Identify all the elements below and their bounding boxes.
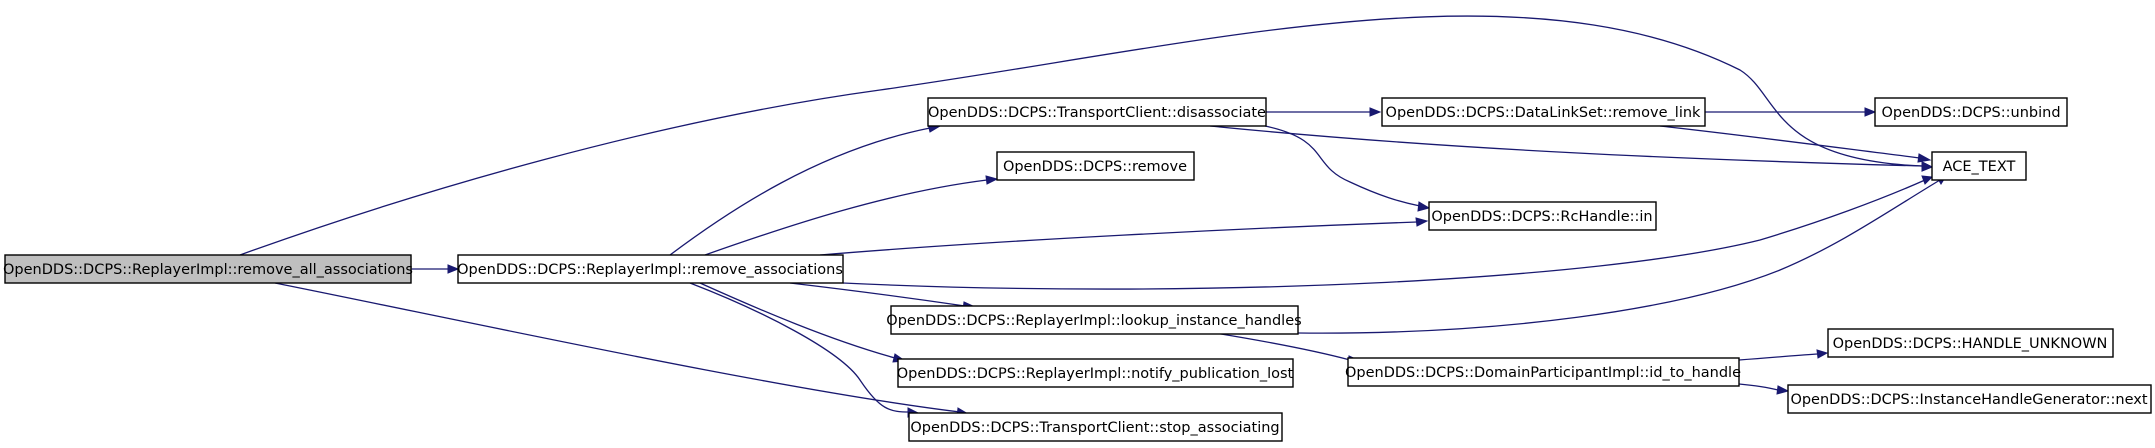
- node-box: [897, 358, 1294, 388]
- edge-remove-link-to-ace-text: [1659, 125, 1921, 159]
- node-box: [890, 305, 1299, 335]
- node-label: OpenDDS::DCPS::DataLinkSet::remove_link: [1386, 105, 1701, 121]
- node-remove[interactable]: OpenDDS::DCPS::remove: [996, 151, 1195, 181]
- node-label: OpenDDS::DCPS::InstanceHandleGenerator::…: [1790, 392, 2147, 408]
- arrowhead: [1415, 217, 1429, 227]
- node-ace-text[interactable]: ACE_TEXT: [1931, 151, 2027, 181]
- node-box: [457, 254, 844, 284]
- arrowhead: [1921, 175, 1934, 185]
- node-notify-publication-lost[interactable]: OpenDDS::DCPS::ReplayerImpl::notify_publ…: [897, 358, 1294, 388]
- edge-remove-associations-to-ace-text: [842, 179, 1926, 290]
- node-box: [1428, 201, 1657, 231]
- arrowhead: [1776, 385, 1790, 395]
- edge-lookup-to-ace-text: [1297, 179, 1941, 334]
- node-label: OpenDDS::DCPS::DomainParticipantImpl::id…: [1345, 365, 1741, 381]
- node-box: [1787, 384, 2152, 414]
- node-stop-associating[interactable]: OpenDDS::DCPS::TransportClient::stop_ass…: [908, 412, 1283, 442]
- node-box: [1874, 97, 2068, 127]
- node-lookup-instance-handles[interactable]: OpenDDS::DCPS::ReplayerImpl::lookup_inst…: [886, 305, 1302, 335]
- edge-id-to-handle-to-ihg-next: [1738, 383, 1779, 391]
- graph-edges: [239, 15, 1947, 418]
- node-id-to-handle[interactable]: OpenDDS::DCPS::DomainParticipantImpl::id…: [1345, 357, 1741, 387]
- edge-id-to-handle-to-handle-unknown: [1738, 353, 1819, 361]
- node-label: OpenDDS::DCPS::ReplayerImpl::remove_asso…: [457, 262, 843, 278]
- node-box: [4, 254, 412, 284]
- edge-disassociate-to-rchandle-in: [1264, 125, 1421, 207]
- node-label: OpenDDS::DCPS::RcHandle::in: [1431, 209, 1652, 225]
- node-box: [996, 151, 1195, 181]
- node-label: OpenDDS::DCPS::unbind: [1881, 105, 2060, 121]
- node-box: [1931, 151, 2027, 181]
- edge-remove-associations-to-rchandle-in: [819, 221, 1418, 256]
- arrowhead: [985, 175, 999, 185]
- arrowhead: [1864, 107, 1877, 117]
- node-label: OpenDDS::DCPS::ReplayerImpl::lookup_inst…: [886, 313, 1301, 329]
- node-label: OpenDDS::DCPS::HANDLE_UNKNOWN: [1833, 336, 2108, 352]
- node-box: [1381, 97, 1706, 127]
- node-label: ACE_TEXT: [1943, 159, 2016, 175]
- edge-remove-associations-to-stop-associating: [689, 282, 911, 413]
- edge-remove-associations-to-notify: [699, 282, 896, 359]
- edge-lookup-to-id-to-handle: [1214, 332, 1351, 361]
- node-unbind[interactable]: OpenDDS::DCPS::unbind: [1874, 97, 2068, 127]
- node-ihg-next[interactable]: OpenDDS::DCPS::InstanceHandleGenerator::…: [1787, 384, 2152, 414]
- node-rchandle-in[interactable]: OpenDDS::DCPS::RcHandle::in: [1428, 201, 1657, 231]
- node-label: OpenDDS::DCPS::ReplayerImpl::notify_publ…: [897, 366, 1294, 382]
- node-box: [1347, 357, 1740, 387]
- node-disassociate[interactable]: OpenDDS::DCPS::TransportClient::disassoc…: [927, 97, 1267, 127]
- edge-remove-all-to-stop-associating: [274, 282, 961, 413]
- node-handle-unknown[interactable]: OpenDDS::DCPS::HANDLE_UNKNOWN: [1827, 328, 2114, 358]
- edge-disassociate-to-ace-text: [1209, 125, 1923, 167]
- node-label: OpenDDS::DCPS::TransportClient::disassoc…: [928, 105, 1266, 121]
- node-label: OpenDDS::DCPS::ReplayerImpl::remove_all_…: [3, 262, 413, 278]
- edge-remove-associations-to-lookup: [789, 282, 966, 307]
- node-label: OpenDDS::DCPS::TransportClient::stop_ass…: [910, 420, 1279, 436]
- arrowhead: [1369, 107, 1382, 117]
- node-remove-link[interactable]: OpenDDS::DCPS::DataLinkSet::remove_link: [1381, 97, 1706, 127]
- node-remove-all-associations[interactable]: OpenDDS::DCPS::ReplayerImpl::remove_all_…: [3, 254, 413, 284]
- graph-nodes: OpenDDS::DCPS::ReplayerImpl::remove_all_…: [3, 97, 2152, 442]
- arrowhead: [1816, 349, 1829, 359]
- arrowhead: [447, 264, 460, 274]
- node-box: [1827, 328, 2114, 358]
- node-box: [908, 412, 1283, 442]
- edge-remove-all-to-ace-text: [239, 15, 1923, 256]
- arrowhead: [1917, 153, 1932, 163]
- node-label: OpenDDS::DCPS::remove: [1003, 159, 1187, 175]
- node-remove-associations[interactable]: OpenDDS::DCPS::ReplayerImpl::remove_asso…: [457, 254, 844, 284]
- arrowhead: [1921, 161, 1934, 172]
- edge-remove-associations-to-disassociate: [669, 127, 931, 256]
- edge-remove-associations-to-remove: [704, 179, 988, 256]
- arrowhead: [1417, 201, 1431, 212]
- node-box: [927, 97, 1267, 127]
